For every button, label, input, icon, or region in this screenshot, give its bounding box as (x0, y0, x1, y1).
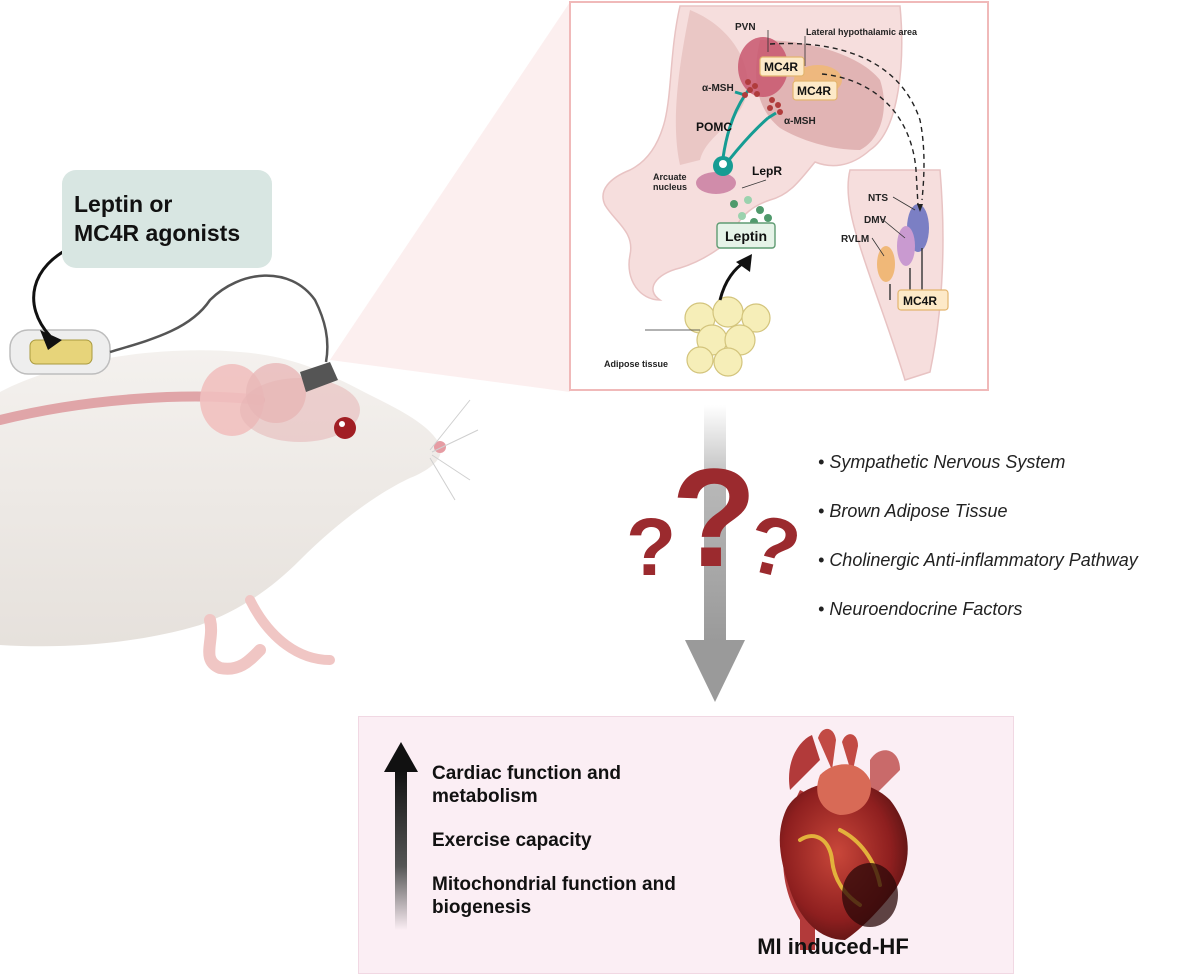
adipose-label: Adipose tissue (604, 359, 668, 369)
lateral-hypothalamic-label: Lateral hypothalamic area (806, 27, 918, 37)
treatment-label-box: Leptin or MC4R agonists (62, 170, 272, 268)
pathway-text: Brown Adipose Tissue (829, 501, 1008, 521)
alpha-msh-label-2: α-MSH (784, 116, 816, 127)
outcome-list: Cardiac function and metabolism Exercise… (432, 762, 732, 940)
pathway-list: • Sympathetic Nervous System • Brown Adi… (818, 452, 1138, 648)
pathway-item: • Neuroendocrine Factors (818, 599, 1023, 619)
question-mark-large: ? (671, 439, 757, 596)
question-mark-left: ? (626, 502, 676, 593)
arcuate-label-line1: Arcuate (653, 172, 687, 182)
lepr-label: LepR (752, 164, 782, 178)
heart-label: MI induced-HF (757, 934, 909, 959)
pathway-item: • Sympathetic Nervous System (818, 452, 1066, 472)
pomc-label: POMC (696, 120, 732, 134)
mc4r-label-3: MC4R (903, 294, 937, 308)
outcome-item: Cardiac function and metabolism (432, 762, 732, 808)
outcome-text: Exercise capacity (432, 830, 592, 851)
outcome-text: Cardiac function and (432, 763, 621, 784)
treatment-label-line1: Leptin or (74, 191, 173, 217)
question-marks: ? ? ? (626, 439, 809, 598)
leptin-label: Leptin (725, 228, 767, 244)
brain-panel: PVN Lateral hypothalamic area MC4R MC4R … (569, 1, 989, 391)
pathway-text: Neuroendocrine Factors (829, 599, 1023, 619)
pathway-item: • Cholinergic Anti-inflammatory Pathway (818, 550, 1138, 570)
outcome-text: metabolism (432, 786, 538, 807)
pathway-text: Sympathetic Nervous System (829, 452, 1066, 472)
zoom-cone (330, 2, 570, 392)
rvlm-label: RVLM (841, 234, 869, 245)
pathway-text: Cholinergic Anti-inflammatory Pathway (829, 550, 1138, 570)
outcome-text: Mitochondrial function and (432, 874, 676, 895)
alpha-msh-label-1: α-MSH (702, 83, 734, 94)
mouse-illustration (0, 274, 479, 675)
outcome-text: biogenesis (432, 897, 532, 918)
treatment-label-line2: MC4R agonists (74, 220, 241, 246)
pathway-item: • Brown Adipose Tissue (818, 501, 1008, 521)
mc4r-label-2: MC4R (797, 84, 831, 98)
arcuate-label-line2: nucleus (653, 182, 687, 192)
pathway-arrow (685, 405, 745, 702)
nts-label: NTS (868, 193, 888, 204)
pvn-label: PVN (735, 22, 756, 33)
dmv-label: DMV (864, 215, 887, 226)
outcome-item: Mitochondrial function and biogenesis (432, 873, 732, 919)
treatment-arrow (32, 244, 75, 338)
outcome-item: Exercise capacity (432, 829, 732, 852)
mc4r-label-1: MC4R (764, 60, 798, 74)
